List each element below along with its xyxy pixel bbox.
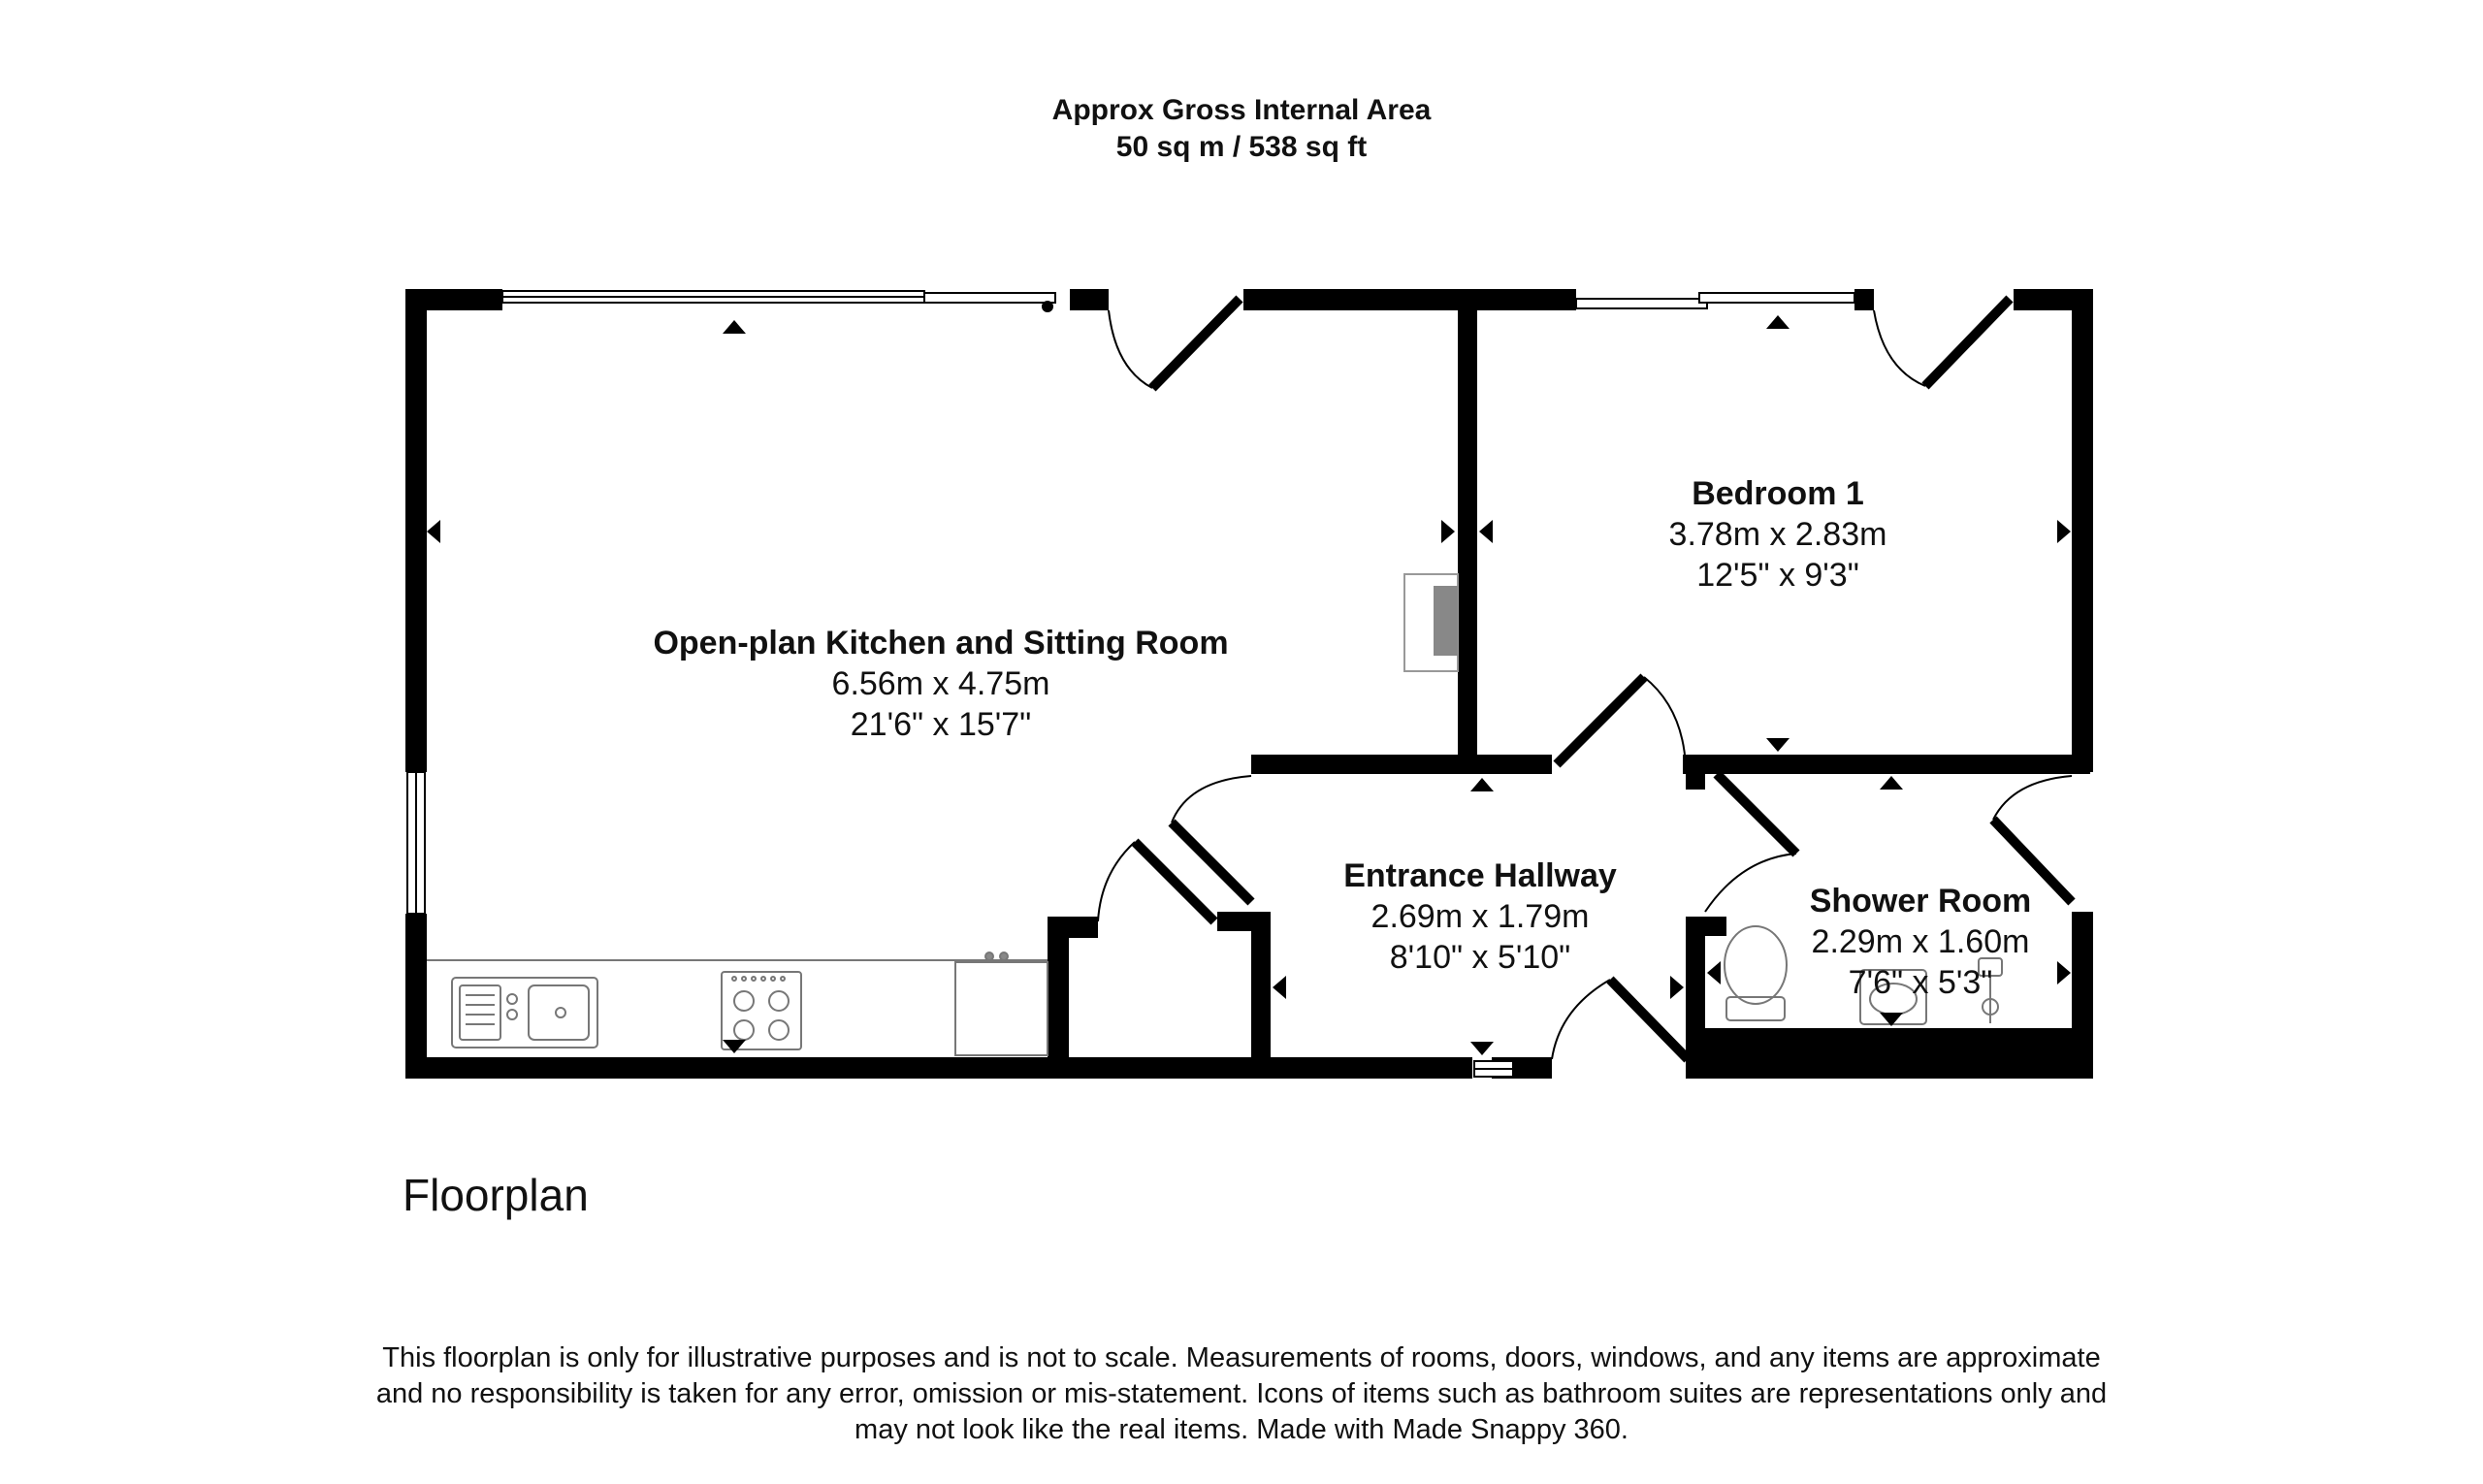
hob-icon <box>721 971 802 1050</box>
wall-segment <box>1686 917 1726 936</box>
bathroom-fittings <box>1724 925 2003 1025</box>
room-metric: 3.78m x 2.83m <box>1668 516 1887 553</box>
wall-segment <box>1686 917 1705 1079</box>
room-name: Entrance Hallway <box>1343 857 1617 894</box>
door-swing <box>1551 979 1611 1060</box>
window <box>1698 292 1855 304</box>
wall-segment <box>1048 917 1069 1077</box>
room-imperial: 21'6" x 15'7" <box>850 706 1032 743</box>
window <box>923 292 1056 304</box>
wall-segment <box>405 289 502 310</box>
arrow-left-icon <box>1479 520 1493 543</box>
disclaimer-line: may not look like the real items. Made w… <box>855 1414 1628 1445</box>
sink-icon <box>451 977 598 1048</box>
wall-segment <box>1243 289 1576 310</box>
arrow-down-icon <box>1470 1042 1494 1055</box>
room-imperial: 7'6" x 5'3" <box>1848 964 1993 1001</box>
arrow-right-icon <box>1670 976 1684 999</box>
wall-segment <box>405 289 427 772</box>
door-leaf <box>1168 819 1255 906</box>
room-metric: 6.56m x 4.75m <box>831 665 1050 702</box>
arrow-down-icon <box>723 1040 746 1053</box>
room-name: Bedroom 1 <box>1692 475 1864 512</box>
arrow-down-icon <box>1766 738 1790 752</box>
arrow-up-icon <box>1766 315 1790 329</box>
wall-segment <box>405 914 427 1079</box>
door-leaf <box>1148 295 1243 392</box>
windows <box>406 290 1855 1078</box>
arrow-left-icon <box>427 520 440 543</box>
shower-icon <box>1978 957 2003 1023</box>
gross-internal-area: Approx Gross Internal Area 50 sq m / 538… <box>0 92 2483 166</box>
door-leaf <box>1606 976 1692 1063</box>
floor-title: Floorplan <box>403 1170 589 1220</box>
door-swing <box>1108 309 1153 389</box>
room-metric: 2.29m x 1.60m <box>1811 923 2030 960</box>
arrow-down-icon <box>1880 1013 1903 1026</box>
arrow-left-icon <box>1273 976 1286 999</box>
door-leaf <box>1921 295 2014 390</box>
room-metric: 2.69m x 1.79m <box>1370 898 1590 935</box>
wall-segment <box>1854 289 1874 310</box>
kitchen-units <box>427 952 1048 1056</box>
arrow-up-icon <box>723 320 746 334</box>
fridge-unit <box>954 961 1048 1056</box>
door-leaf <box>1713 770 1800 857</box>
doors <box>1097 295 2076 1063</box>
measurement-arrows <box>427 315 2071 1055</box>
disclaimer: This floorplan is only for illustrative … <box>0 1340 2483 1448</box>
wall-segment <box>2072 289 2093 772</box>
room-name: Open-plan Kitchen and Sitting Room <box>653 625 1229 661</box>
walls <box>405 289 2093 1079</box>
disclaimer-line: This floorplan is only for illustrative … <box>382 1342 2101 1373</box>
wall-segment <box>1251 912 1271 1077</box>
arrow-up-icon <box>1470 778 1494 791</box>
wall-segment <box>1048 917 1098 938</box>
room-label-kitchen-sitting: Open-plan Kitchen and Sitting Room 6.56m… <box>553 623 1329 745</box>
wall-segment <box>1070 289 1109 310</box>
arrow-right-icon <box>2057 961 2071 984</box>
wall-segment <box>1458 308 1477 774</box>
door-leaf <box>1553 673 1648 768</box>
door-leaf <box>1131 838 1218 925</box>
wall-segment <box>1686 774 1705 790</box>
area-title: Approx Gross Internal Area <box>1051 94 1432 126</box>
wall-segment <box>1217 912 1271 931</box>
toilet-icon <box>1724 925 1788 1021</box>
arrow-right-icon <box>1441 520 1455 543</box>
door-swing <box>1992 775 2073 821</box>
wall-segment <box>405 1057 1472 1079</box>
door-leaf <box>1989 816 2076 906</box>
wall-segment <box>1686 1028 2093 1079</box>
fireplace-icon <box>1403 573 1459 672</box>
room-label-bedroom-1: Bedroom 1 3.78m x 2.83m 12'5" x 9'3" <box>1584 473 1972 596</box>
window <box>1575 298 1708 309</box>
wall-segment <box>1683 755 2090 774</box>
door-swing <box>1171 775 1252 823</box>
arrow-up-icon <box>1880 776 1903 790</box>
arrow-right-icon <box>2057 520 2071 543</box>
door-swing <box>1704 853 1797 913</box>
door-swing <box>1873 309 1926 387</box>
door-swing <box>1643 676 1687 767</box>
room-label-shower-room: Shower Room 2.29m x 1.60m 7'6" x 5'3" <box>1760 881 2080 1003</box>
disclaimer-line: and no responsibility is taken for any e… <box>375 1378 2108 1409</box>
area-value: 50 sq m / 538 sq ft <box>1115 131 1368 163</box>
room-name: Shower Room <box>1809 883 2032 919</box>
wall-segment <box>1251 755 1552 774</box>
room-label-entrance-hallway: Entrance Hallway 2.69m x 1.79m 8'10" x 5… <box>1286 855 1674 978</box>
room-imperial: 12'5" x 9'3" <box>1696 557 1859 594</box>
arrow-left-icon <box>1707 961 1721 984</box>
room-imperial: 8'10" x 5'10" <box>1389 939 1571 976</box>
door-swing <box>1097 841 1136 922</box>
